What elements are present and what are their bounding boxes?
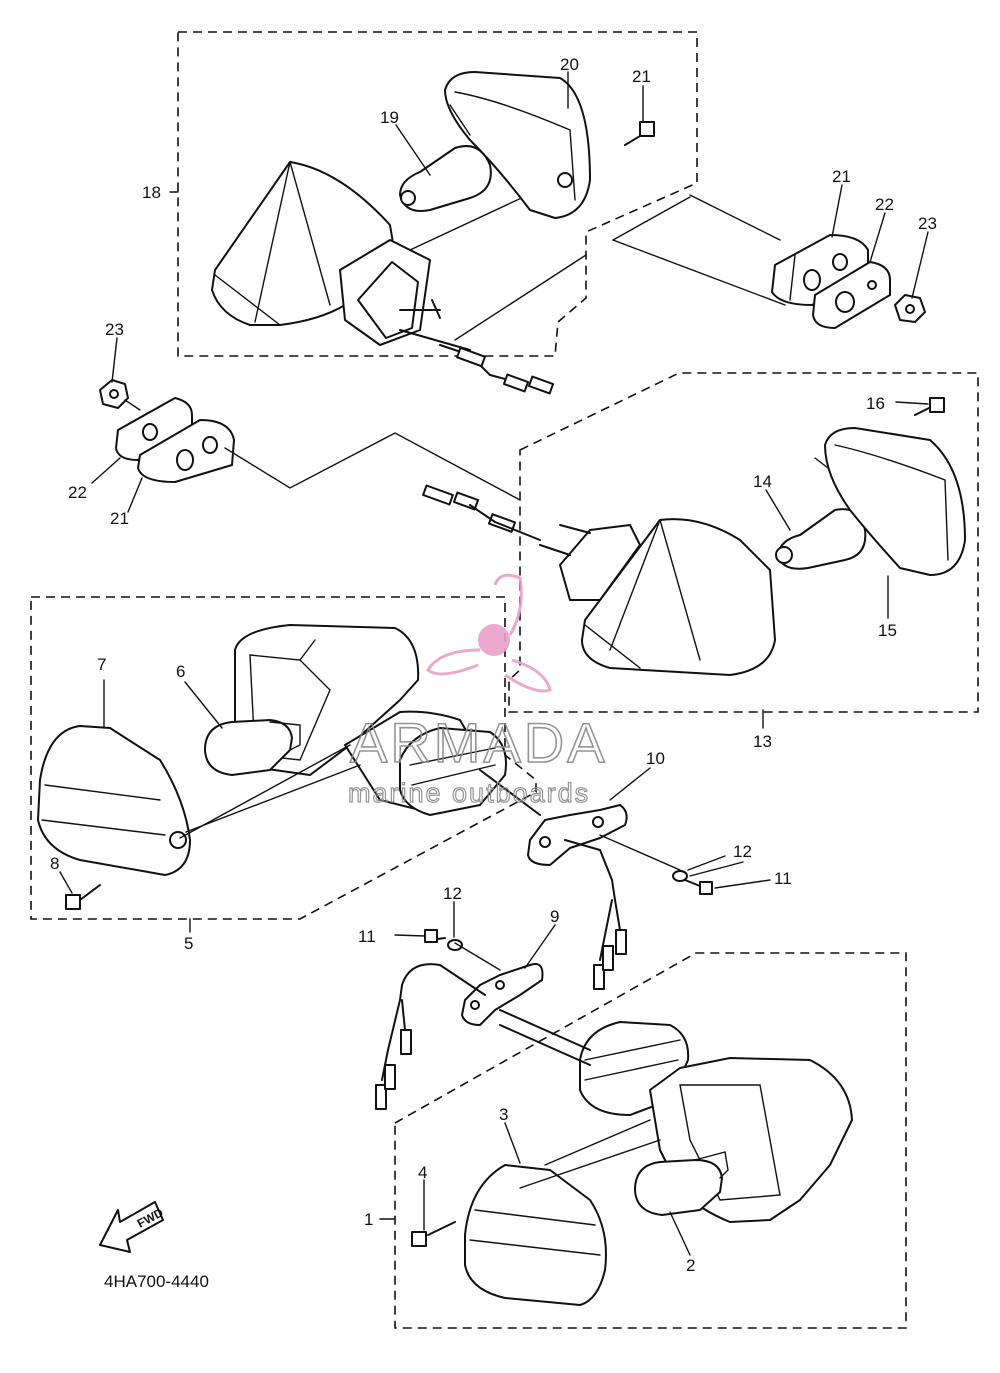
callout-22-left: 22 (68, 483, 87, 502)
callout-13: 13 (753, 732, 772, 751)
callout-4: 4 (418, 1163, 427, 1182)
callout-21-left: 21 (110, 509, 129, 528)
callout-6: 6 (176, 662, 185, 681)
callout-11-upper: 11 (774, 869, 792, 888)
group-box-17 (177, 31, 698, 357)
base-13 (559, 524, 641, 601)
bulb-6 (204, 719, 293, 776)
watermark-tagline: marine outboards (348, 778, 590, 808)
callout-17: 18 (142, 183, 161, 202)
callout-9: 9 (550, 907, 559, 926)
callout-12-lower: 12 (443, 884, 462, 903)
turn-signal-assembly-rear-right (422, 484, 776, 676)
washer-12-upper (672, 870, 688, 882)
watermark-brand: ARMADA (350, 711, 608, 774)
screw-4 (427, 1221, 456, 1236)
group-box-13 (508, 372, 979, 713)
lamp-lens-3 (464, 1164, 607, 1306)
bracket-10 (527, 804, 628, 866)
cushion-set-right (612, 194, 926, 329)
callout-11-lower: 11 (358, 927, 376, 946)
washer-12-lower (447, 939, 463, 951)
callout-23-left: 23 (105, 320, 124, 339)
callout-18: 19 (380, 108, 399, 127)
callout-22-right: 22 (875, 195, 894, 214)
callout-20: 21 (632, 67, 651, 86)
callout-1: 1 (364, 1210, 373, 1229)
lens-housing-13 (581, 518, 776, 676)
callout-10: 10 (646, 749, 665, 768)
wire-lead-9 (399, 963, 486, 1001)
callout-14: 14 (753, 472, 772, 491)
diagram-code: 4HA700-4440 (104, 1272, 209, 1291)
watermark: ARMADA marine outboards (347, 573, 608, 809)
propeller-logo-icon (426, 573, 552, 693)
callout-8: 8 (50, 854, 59, 873)
callout-21-right: 21 (832, 167, 851, 186)
lamp-lens-19 (444, 71, 591, 219)
callout-3: 3 (499, 1105, 508, 1124)
screw-8 (79, 884, 101, 901)
callout-5: 5 (184, 934, 193, 953)
leader-lines (59, 71, 929, 1256)
callout-2: 2 (686, 1256, 695, 1275)
callout-12-upper: 12 (733, 842, 752, 861)
bulb-2 (634, 1159, 723, 1216)
callout-7: 7 (97, 655, 106, 674)
cushion-set-left (99, 379, 521, 501)
forward-arrow-icon: FWD (99, 1201, 166, 1253)
wire-lead-13 (469, 504, 541, 541)
bulb-14 (777, 508, 867, 570)
bulb-18 (399, 145, 492, 212)
lamp-lens-15 (824, 427, 966, 576)
callout-23-right: 23 (918, 214, 937, 233)
callout-19: 20 (560, 55, 579, 74)
group-box-1 (394, 952, 907, 1329)
lamp-lens-7 (37, 725, 191, 876)
callout-15: 15 (878, 621, 897, 640)
callout-16: 16 (866, 394, 885, 413)
wire-lead-10 (564, 839, 616, 901)
bracket-9 (461, 963, 544, 1026)
callout-labels: 20 21 19 18 21 22 23 23 22 21 16 14 15 1… (50, 55, 937, 1275)
turn-signal-assembly-rear-left (211, 161, 587, 395)
group-box-5 (30, 596, 537, 920)
